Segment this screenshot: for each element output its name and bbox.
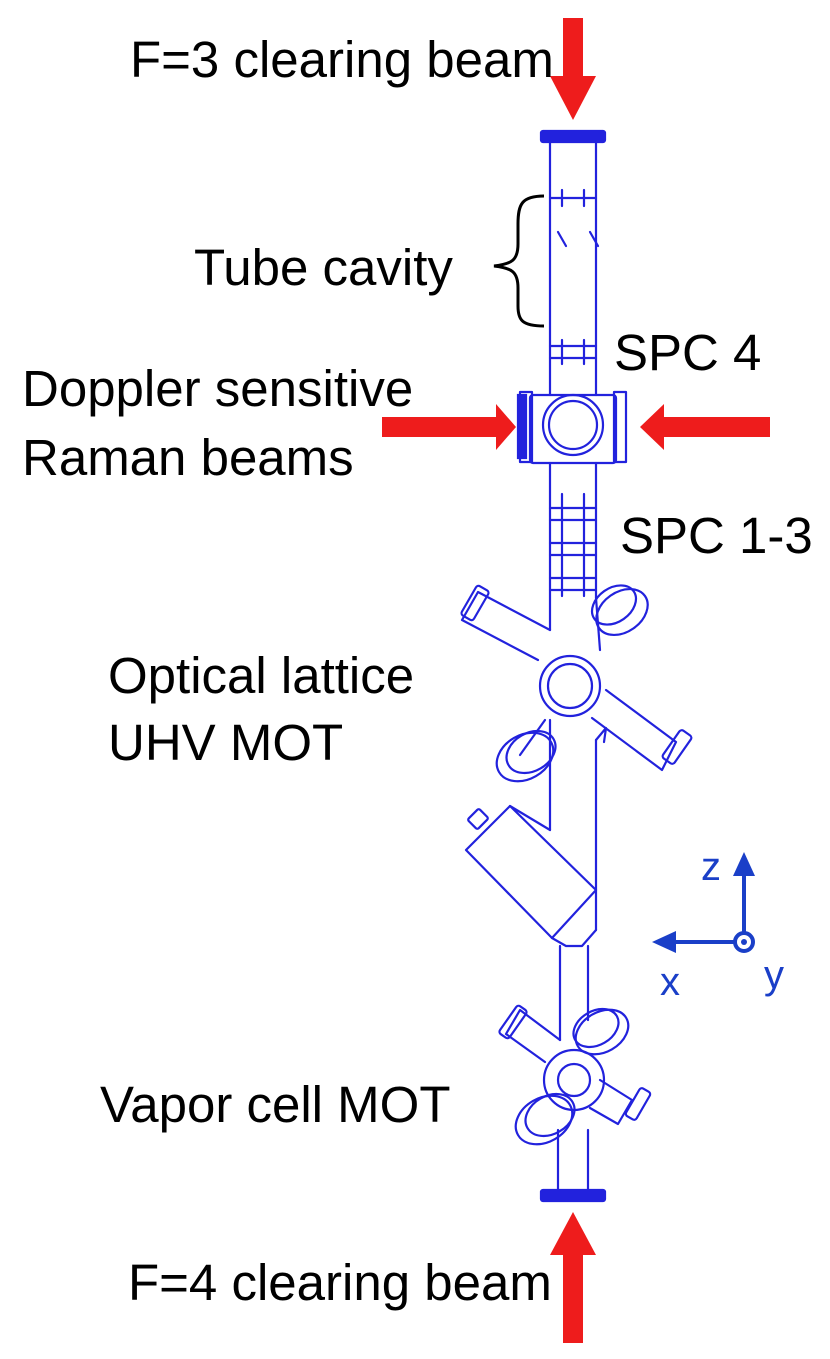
tube-cavity-mirrors bbox=[548, 188, 600, 248]
bottom-flange bbox=[539, 1188, 607, 1203]
tube-cavity-label: Tube cavity bbox=[194, 239, 453, 296]
vacuum-apparatus bbox=[460, 129, 693, 1203]
f3-clearing-beam-label: F=3 clearing beam bbox=[130, 31, 554, 88]
beam-arrows bbox=[382, 18, 770, 1343]
f4-clearing-beam-arrow bbox=[550, 1212, 596, 1343]
labels: F=3 clearing beam Tube cavity SPC 4 Dopp… bbox=[22, 31, 813, 1311]
tube-cavity-brace bbox=[493, 194, 545, 328]
funnel bbox=[550, 928, 598, 948]
f3-clearing-beam-arrow bbox=[550, 18, 596, 120]
f4-clearing-beam-label: F=4 clearing beam bbox=[128, 1254, 552, 1311]
raman-cross-chamber bbox=[516, 390, 628, 465]
spc4-label: SPC 4 bbox=[614, 324, 761, 381]
spc4-section bbox=[548, 338, 598, 366]
spc13-label: SPC 1-3 bbox=[620, 507, 813, 564]
angled-cylinder bbox=[464, 804, 598, 940]
spc13-section bbox=[548, 492, 598, 598]
raman-label-line2: Raman beams bbox=[22, 429, 354, 486]
vapor-cell-mot-label: Vapor cell MOT bbox=[100, 1076, 450, 1133]
coordinate-axes: z x y bbox=[652, 845, 784, 1004]
raman-label-line1: Doppler sensitive bbox=[22, 360, 413, 417]
y-axis-label: y bbox=[764, 953, 784, 997]
vapor-cell-chamber bbox=[498, 1004, 652, 1192]
raman-beam-right-arrow bbox=[640, 404, 770, 450]
top-flange bbox=[539, 129, 607, 144]
uhv-mot-chamber bbox=[460, 584, 693, 932]
z-axis-label: z bbox=[701, 845, 721, 889]
optical-lattice-label: Optical lattice bbox=[108, 647, 414, 704]
uhv-mot-label: UHV MOT bbox=[108, 714, 343, 771]
raman-beam-left-arrow bbox=[382, 404, 516, 450]
x-axis-label: x bbox=[660, 960, 680, 1004]
